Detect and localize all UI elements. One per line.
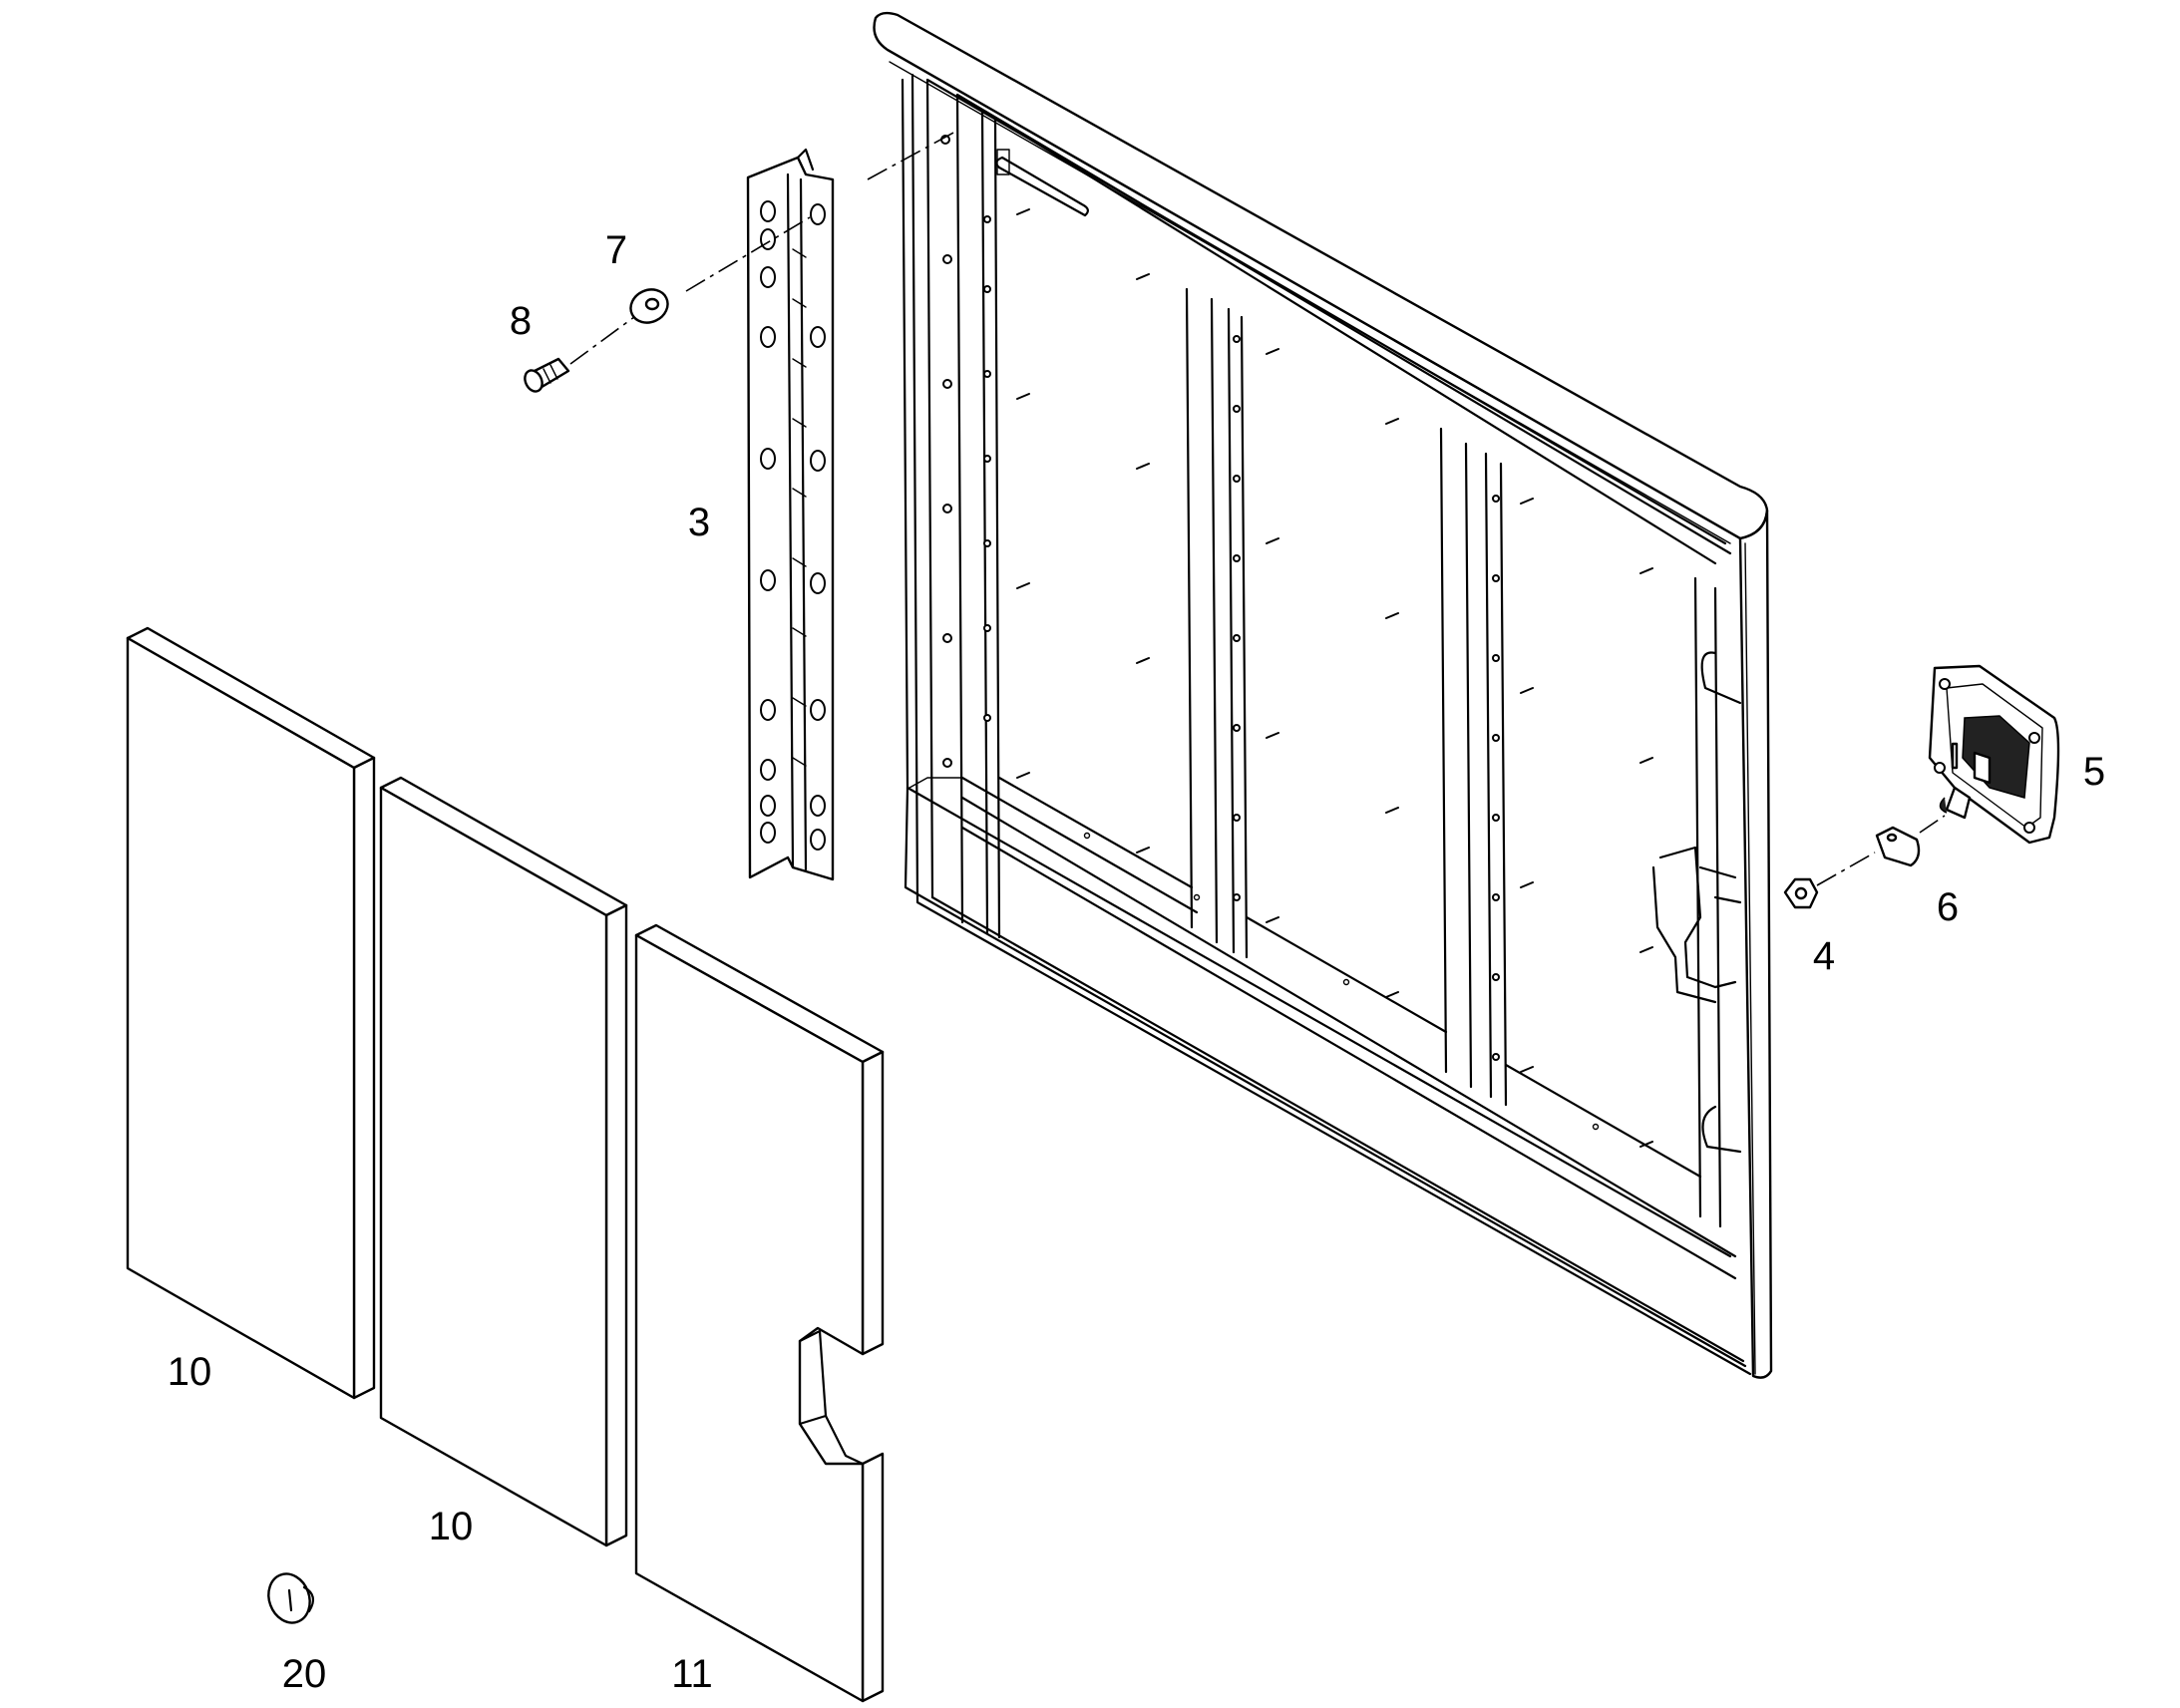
assembly-line-3-frame [867,131,956,180]
assembly-line-6-5 [1919,815,1946,834]
door-frame [873,11,1773,1379]
callout-3: 3 [688,501,710,544]
callout-6: 6 [1937,885,1959,929]
assembly-line-4-6-5 [1816,852,1876,886]
part-3-hinge-strip [746,148,835,881]
callout-11: 11 [671,1652,713,1696]
part-4-nut [1783,877,1819,909]
frame-studs [1016,208,1653,1148]
callout-7: 7 [605,228,627,272]
callout-10-b: 10 [429,1505,474,1548]
callout-10-a: 10 [168,1350,212,1394]
assembly-line-8-7-3 [569,313,639,365]
part-20-clip [267,1572,315,1624]
frame-holes [940,135,1500,1061]
part-8-bolt [524,357,570,393]
part-10-panel-a [126,626,376,1400]
assembly-line-7-3 [685,216,811,292]
part-7-washer [629,288,669,324]
part-6-key [1875,826,1921,867]
callout-5: 5 [2083,750,2105,794]
part-11-panel-notched [634,923,885,1703]
callout-20: 20 [282,1652,327,1696]
callout-4: 4 [1813,934,1835,978]
part-10-panel-b [379,776,628,1547]
part-5-switch-panel [1928,664,2060,845]
callout-8: 8 [510,299,532,343]
